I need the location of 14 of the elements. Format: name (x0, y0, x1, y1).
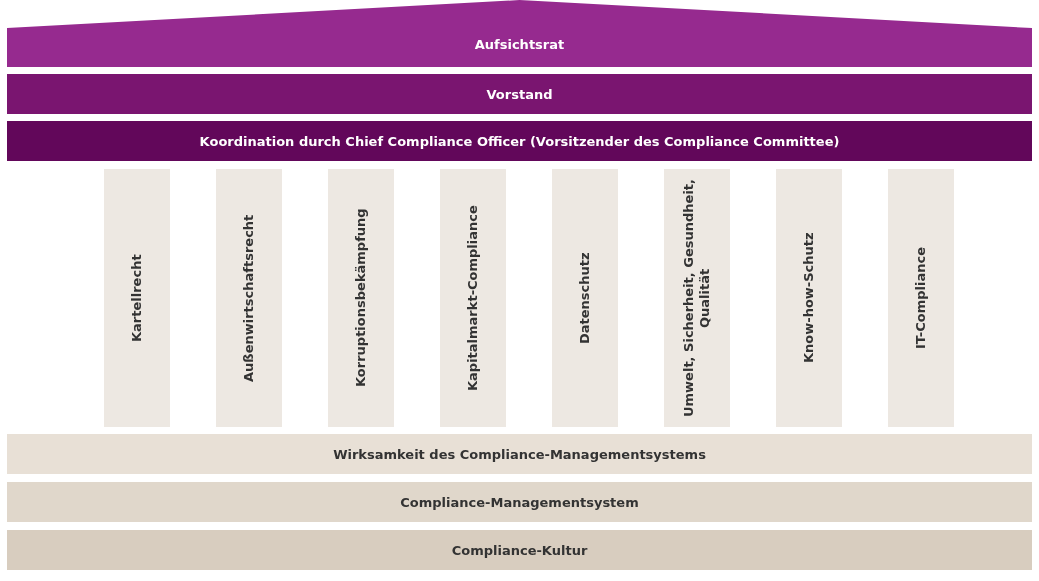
foundation-band: Compliance-Kultur (7, 530, 1032, 570)
coordination-band: Koordination durch Chief Compliance Officer (Vorsitzender des Compliance Committee) (7, 121, 1032, 161)
foundation-band: Wirksamkeit des Compliance-Managementsystems (7, 434, 1032, 474)
pillar: Kartellrecht (104, 169, 170, 427)
foundation-band: Compliance-Managementsystem (7, 482, 1032, 522)
pillar: Know-how-Schutz (776, 169, 842, 427)
pillar: Datenschutz (552, 169, 618, 427)
pillar: IT-Compliance (888, 169, 954, 427)
pillar: Kapitalmarkt-Compliance (440, 169, 506, 427)
board-band: Vorstand (7, 74, 1032, 114)
pillar: Umwelt, Sicherheit, Gesundheit, Qualität (664, 169, 730, 427)
pillar: Korruptionsbekämpfung (328, 169, 394, 427)
roof-band: Aufsichtsrat (7, 0, 1032, 67)
pillar: Außenwirtschaftsrecht (216, 169, 282, 427)
